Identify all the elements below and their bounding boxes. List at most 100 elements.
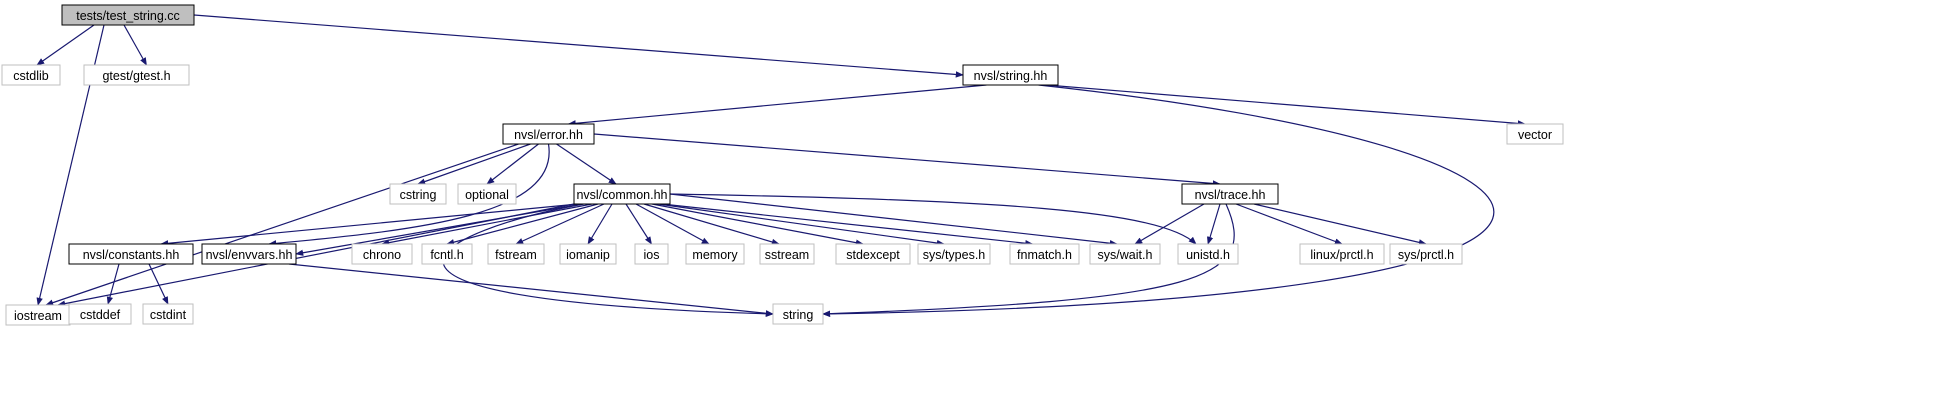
node-box — [1177, 243, 1239, 265]
edges-layer — [36, 14, 1526, 318]
edge-nvsl-common-to-stdexcept — [651, 203, 864, 246]
node-stdexcept: stdexcept — [835, 243, 911, 265]
edge-nvsl-trace-to-linux-prctl — [1235, 203, 1343, 245]
edge-nvsl-string-to-string — [822, 84, 1495, 318]
node-nvsl-constants[interactable]: nvsl/constants.hh — [68, 243, 194, 265]
edge-nvsl-string-to-vector — [1046, 84, 1526, 127]
node-label: optional — [465, 188, 509, 202]
node-label: cstring — [400, 188, 437, 202]
node-label: cstddef — [80, 308, 121, 322]
node-sys-prctl: sys/prctl.h — [1389, 243, 1463, 265]
node-box — [685, 243, 745, 265]
edge-nvsl-common-to-iomanip — [587, 203, 613, 245]
node-label: iostream — [14, 309, 62, 323]
node-box — [772, 303, 824, 325]
node-label: unistd.h — [1186, 248, 1230, 262]
node-cstdint: cstdint — [142, 303, 194, 325]
node-linux-prctl: linux/prctl.h — [1299, 243, 1385, 265]
node-label: chrono — [363, 248, 401, 262]
edge-nvsl-constants-to-cstddef — [106, 263, 120, 305]
node-box — [835, 243, 911, 265]
node-sstream: sstream — [759, 243, 815, 265]
node-box — [759, 243, 815, 265]
node-box — [1181, 183, 1279, 205]
node-label: sys/types.h — [923, 248, 986, 262]
node-box — [962, 64, 1059, 86]
edge-nvsl-string-to-nvsl-error — [567, 84, 987, 127]
node-box — [142, 303, 194, 325]
node-box — [457, 183, 517, 205]
node-label: nvsl/envvars.hh — [206, 248, 293, 262]
node-box — [634, 243, 669, 265]
node-box — [573, 183, 671, 205]
node-box — [351, 243, 413, 265]
edge-root-to-gtest — [123, 24, 148, 66]
node-box — [1, 64, 61, 86]
node-box — [1506, 123, 1564, 145]
edge-nvsl-common-to-memory — [635, 203, 710, 245]
node-box — [1299, 243, 1385, 265]
node-label: ios — [644, 248, 660, 262]
node-root: tests/test_string.cc — [61, 4, 195, 26]
node-label: cstdlib — [13, 69, 48, 83]
edge-nvsl-common-to-chrono — [381, 203, 593, 246]
node-label: sys/wait.h — [1098, 248, 1153, 262]
node-gtest: gtest/gtest.h — [83, 64, 190, 86]
node-box — [201, 243, 297, 265]
edge-nvsl-common-to-nvsl-constants — [160, 203, 579, 247]
node-box — [421, 243, 473, 265]
edge-root-to-cstdlib — [36, 24, 95, 66]
edge-nvsl-error-to-optional — [486, 143, 539, 185]
node-nvsl-string[interactable]: nvsl/string.hh — [962, 64, 1059, 86]
edge-nvsl-error-to-nvsl-common — [556, 143, 617, 185]
node-label: nvsl/trace.hh — [1195, 188, 1266, 202]
node-box — [917, 243, 991, 265]
edge-nvsl-common-to-ios — [625, 203, 653, 245]
node-box — [61, 4, 195, 26]
node-label: gtest/gtest.h — [102, 69, 170, 83]
node-cstdlib: cstdlib — [1, 64, 61, 86]
node-label: sstream — [765, 248, 809, 262]
node-nvsl-envvars[interactable]: nvsl/envvars.hh — [201, 243, 297, 265]
node-label: stdexcept — [846, 248, 900, 262]
node-box — [502, 123, 595, 145]
node-label: cstdint — [150, 308, 187, 322]
node-box — [68, 303, 132, 325]
edge-nvsl-trace-to-unistd — [1207, 203, 1221, 245]
edge-nvsl-constants-to-cstdint — [148, 263, 169, 305]
node-nvsl-trace[interactable]: nvsl/trace.hh — [1181, 183, 1279, 205]
node-label: nvsl/constants.hh — [83, 248, 180, 262]
node-label: nvsl/common.hh — [576, 188, 667, 202]
node-label: memory — [692, 248, 738, 262]
edge-nvsl-common-to-nvsl-envvars — [295, 203, 583, 256]
node-box — [487, 243, 545, 265]
edge-nvsl-common-to-fnmatch — [661, 203, 1034, 247]
node-box — [1389, 243, 1463, 265]
node-label: vector — [1518, 128, 1552, 142]
node-optional: optional — [457, 183, 517, 205]
node-nvsl-error[interactable]: nvsl/error.hh — [502, 123, 595, 145]
edge-nvsl-common-to-sys-types — [657, 203, 945, 247]
node-box — [83, 64, 190, 86]
edge-nvsl-common-to-sys-wait — [669, 193, 1118, 247]
node-box — [1009, 243, 1080, 265]
node-sys-wait: sys/wait.h — [1089, 243, 1161, 265]
edge-nvsl-common-to-unistd — [669, 193, 1197, 245]
node-box — [389, 183, 447, 205]
node-label: fnmatch.h — [1017, 248, 1072, 262]
edge-nvsl-common-to-fstream — [515, 203, 605, 245]
node-box — [559, 243, 617, 265]
node-nvsl-common[interactable]: nvsl/common.hh — [573, 183, 671, 205]
node-label: linux/prctl.h — [1310, 248, 1373, 262]
node-box — [1089, 243, 1161, 265]
node-memory: memory — [685, 243, 745, 265]
edge-nvsl-envvars-to-string — [288, 263, 774, 317]
node-iostream: iostream — [5, 304, 71, 326]
edge-nvsl-common-to-sstream — [643, 203, 780, 246]
edge-nvsl-error-to-nvsl-trace — [593, 133, 1221, 187]
edge-nvsl-error-to-iostream — [45, 143, 519, 306]
node-fcntl: fcntl.h — [421, 243, 473, 265]
node-label: string — [783, 308, 814, 322]
